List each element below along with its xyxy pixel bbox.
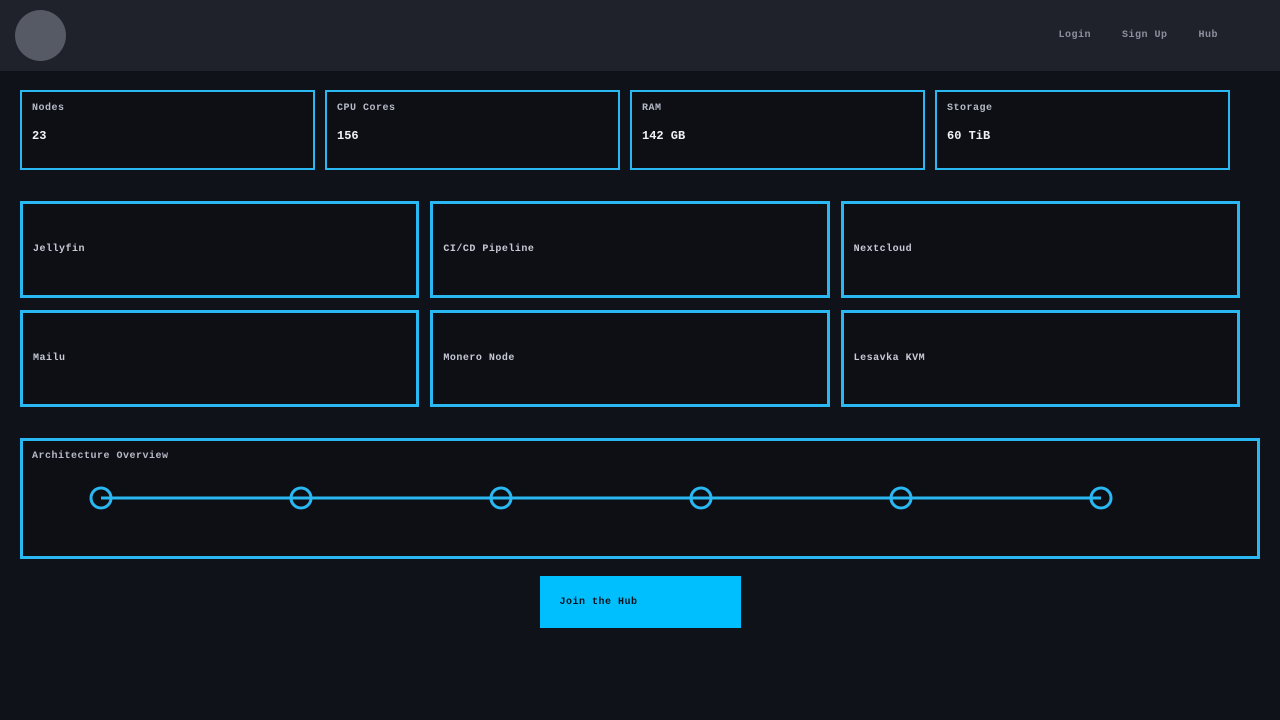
stat-value: 60 TiB: [947, 129, 991, 143]
services-grid: Jellyfin CI/CD Pipeline Nextcloud Mailu …: [20, 201, 1240, 407]
stats-row: Nodes 23 CPU Cores 156 RAM 142 GB Storag…: [20, 90, 1230, 170]
stat-label: RAM: [642, 103, 662, 114]
service-card-cicd-pipeline[interactable]: CI/CD Pipeline: [430, 201, 830, 298]
service-card-jellyfin[interactable]: Jellyfin: [20, 201, 420, 298]
stat-value: 156: [337, 129, 359, 143]
service-name: Jellyfin: [33, 244, 86, 255]
nav-link-sign-up[interactable]: Sign Up: [1121, 30, 1168, 41]
stat-label: CPU Cores: [337, 103, 396, 114]
top-nav: Login Sign Up Hub: [0, 0, 1280, 71]
join-hub-button[interactable]: Join the Hub: [539, 576, 741, 628]
service-name: CI/CD Pipeline: [443, 244, 535, 255]
service-name: Lesavka KVM: [853, 353, 926, 364]
stat-card-nodes: Nodes 23: [20, 90, 315, 170]
stat-card-cpu-cores: CPU Cores 156: [325, 90, 620, 170]
nav-links: Login Sign Up Hub: [1058, 30, 1218, 41]
stat-card-storage: Storage 60 TiB: [935, 90, 1230, 170]
service-card-lesavka-kvm[interactable]: Lesavka KVM: [840, 310, 1240, 407]
stat-card-ram: RAM 142 GB: [630, 90, 925, 170]
service-card-nextcloud[interactable]: Nextcloud: [840, 201, 1240, 298]
service-card-monero-node[interactable]: Monero Node: [430, 310, 830, 407]
main-content: Nodes 23 CPU Cores 156 RAM 142 GB Storag…: [0, 90, 1280, 628]
architecture-panel: Architecture Overview: [20, 438, 1260, 559]
service-name: Mailu: [33, 353, 66, 364]
stat-value: 23: [32, 129, 47, 143]
service-name: Monero Node: [443, 353, 515, 364]
architecture-title: Architecture Overview: [32, 451, 169, 462]
stat-label: Nodes: [32, 103, 65, 114]
service-card-mailu[interactable]: Mailu: [20, 310, 420, 407]
avatar[interactable]: [15, 10, 66, 61]
nav-link-login[interactable]: Login: [1058, 30, 1091, 41]
nav-link-hub[interactable]: Hub: [1198, 30, 1218, 41]
stat-value: 142 GB: [642, 129, 686, 143]
service-name: Nextcloud: [853, 244, 913, 255]
architecture-diagram: [89, 486, 1113, 510]
stat-label: Storage: [947, 103, 993, 114]
